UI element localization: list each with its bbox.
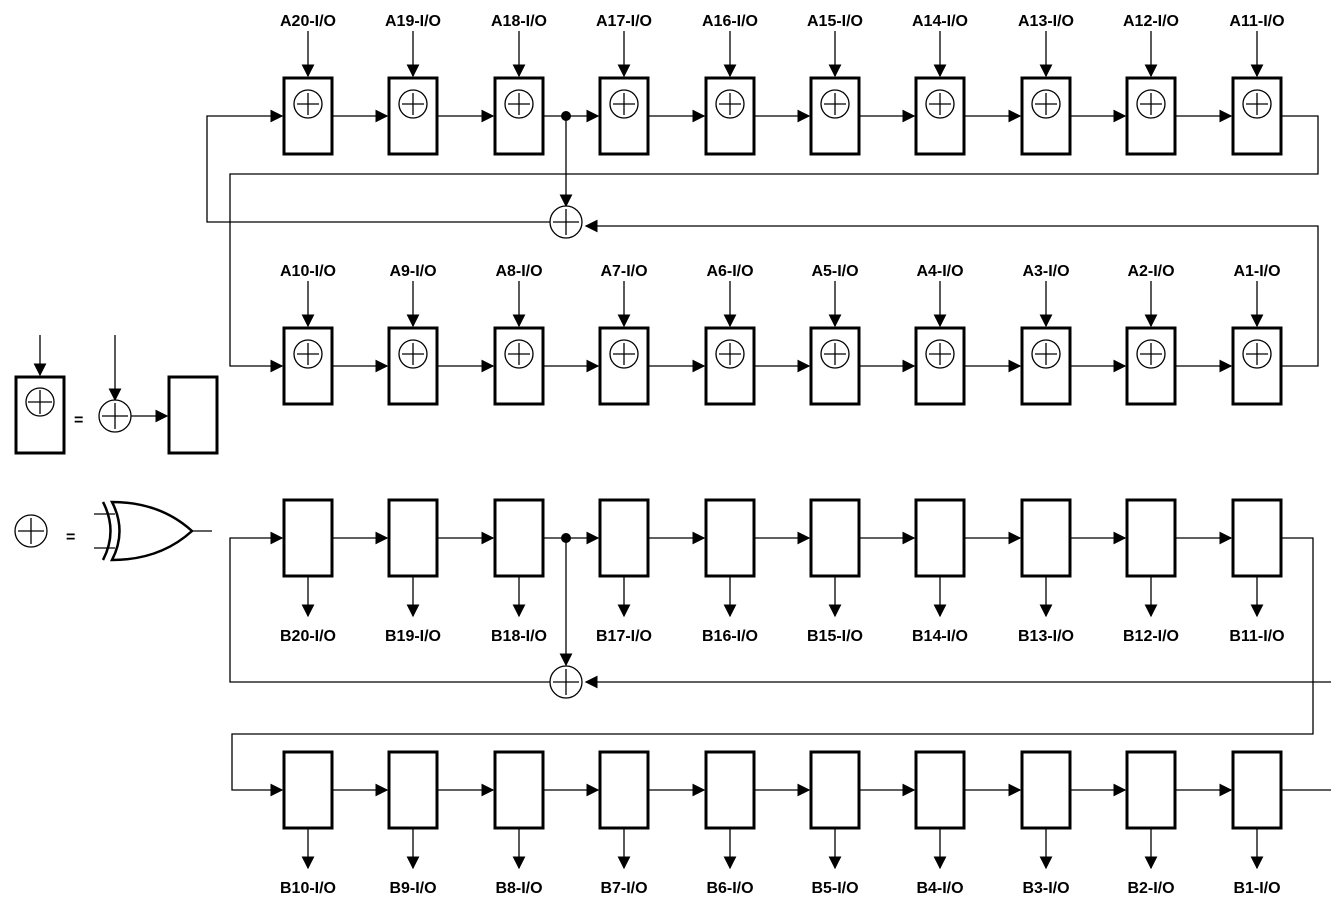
register-row_b_bottom-2 — [493, 750, 545, 830]
labels-layer: A20-I/O A19-I/O A18-I/O A17-I/O A16-I/O A15-I… — [280, 13, 1285, 897]
io-label-row_a_top-8: A12-I/O — [1123, 13, 1179, 30]
io-label-row_a_top-5: A15-I/O — [807, 13, 863, 30]
legend-register-with-xor — [14, 335, 66, 455]
legend-xor-then-register — [98, 335, 219, 455]
io-label-row_b_top-0: B20-I/O — [280, 628, 336, 645]
register-row_b_bottom-0 — [282, 750, 334, 830]
io-label-row_a_top-6: A14-I/O — [912, 13, 968, 30]
register-row_b_bottom-8 — [1125, 750, 1177, 830]
registers-layer — [282, 76, 1283, 830]
register-row_b_bottom-7 — [1020, 750, 1072, 830]
register-row_b_bottom-5 — [809, 750, 861, 830]
io-label-row_b_bottom-3: B7-I/O — [600, 880, 647, 897]
register-row_b_top-5 — [809, 498, 861, 578]
io-label-row_a_bottom-6: A4-I/O — [916, 263, 963, 280]
wire-a-top-to-a-bottom — [229, 115, 1319, 373]
legend-equals-2: = — [66, 529, 75, 546]
io-label-row_a_top-9: A11-I/O — [1229, 13, 1284, 30]
wires-layer — [206, 31, 1331, 870]
xor-gate-icon — [94, 500, 212, 562]
io-label-row_a_bottom-9: A1-I/O — [1233, 263, 1280, 280]
register-row_b_top-1 — [387, 498, 439, 578]
wire-b-to-start — [229, 531, 550, 683]
wire-a-to-start — [206, 109, 550, 223]
register-row_b_top-6 — [914, 498, 966, 578]
io-label-row_b_bottom-1: B9-I/O — [389, 880, 436, 897]
legend-xor-symbol — [14, 514, 48, 548]
io-label-row_b_bottom-2: B8-I/O — [495, 880, 542, 897]
register-row_b_top-7 — [1020, 498, 1072, 578]
io-label-row_a_bottom-1: A9-I/O — [389, 263, 436, 280]
io-label-row_b_top-1: B19-I/O — [385, 628, 441, 645]
io-label-row_b_top-4: B16-I/O — [702, 628, 758, 645]
io-label-row_b_top-3: B17-I/O — [596, 628, 652, 645]
io-label-row_b_bottom-0: B10-I/O — [280, 880, 336, 897]
io-label-row_b_top-9: B11-I/O — [1229, 628, 1284, 645]
io-label-row_a_top-2: A18-I/O — [491, 13, 547, 30]
legend-equals-1: = — [74, 412, 83, 429]
io-label-row_a_bottom-0: A10-I/O — [280, 263, 336, 280]
io-label-row_a_bottom-3: A7-I/O — [600, 263, 647, 280]
io-label-row_b_bottom-6: B4-I/O — [916, 880, 963, 897]
register-row_b_bottom-6 — [914, 750, 966, 830]
io-label-row_a_top-0: A20-I/O — [280, 13, 336, 30]
register-row_b_top-3 — [598, 498, 650, 578]
io-label-row_a_top-7: A13-I/O — [1018, 13, 1074, 30]
io-label-row_a_bottom-8: A2-I/O — [1127, 263, 1174, 280]
io-label-row_b_bottom-8: B2-I/O — [1127, 880, 1174, 897]
io-label-row_b_bottom-4: B6-I/O — [706, 880, 753, 897]
io-label-row_b_bottom-5: B5-I/O — [811, 880, 858, 897]
io-label-row_b_bottom-9: B1-I/O — [1233, 880, 1280, 897]
io-label-row_b_top-6: B14-I/O — [912, 628, 968, 645]
register-row_b_bottom-9 — [1231, 750, 1283, 830]
register-row_b_top-9 — [1231, 498, 1283, 578]
io-label-row_b_top-2: B18-I/O — [491, 628, 547, 645]
io-label-row_b_top-7: B13-I/O — [1018, 628, 1074, 645]
register-row_b_bottom-4 — [704, 750, 756, 830]
register-row_b_top-8 — [1125, 498, 1177, 578]
io-label-row_a_bottom-2: A8-I/O — [495, 263, 542, 280]
register-row_b_bottom-1 — [387, 750, 439, 830]
register-row_b_top-2 — [493, 498, 545, 578]
io-label-row_a_top-3: A17-I/O — [596, 13, 652, 30]
register-row_b_top-0 — [282, 498, 334, 578]
register-row_b_bottom-3 — [598, 750, 650, 830]
io-label-row_a_bottom-5: A5-I/O — [811, 263, 858, 280]
io-label-row_b_bottom-7: B3-I/O — [1022, 880, 1069, 897]
io-label-row_a_bottom-4: A6-I/O — [706, 263, 753, 280]
io-label-row_b_top-5: B15-I/O — [807, 628, 863, 645]
io-label-row_b_top-8: B12-I/O — [1123, 628, 1179, 645]
wire-a-feedback — [584, 219, 1319, 367]
io-label-row_a_top-4: A16-I/O — [702, 13, 758, 30]
register-row_b_top-4 — [704, 498, 756, 578]
wire-b-top-to-b-bottom — [231, 537, 1314, 797]
io-label-row_a_top-1: A19-I/O — [385, 13, 441, 30]
io-label-row_a_bottom-7: A3-I/O — [1022, 263, 1069, 280]
